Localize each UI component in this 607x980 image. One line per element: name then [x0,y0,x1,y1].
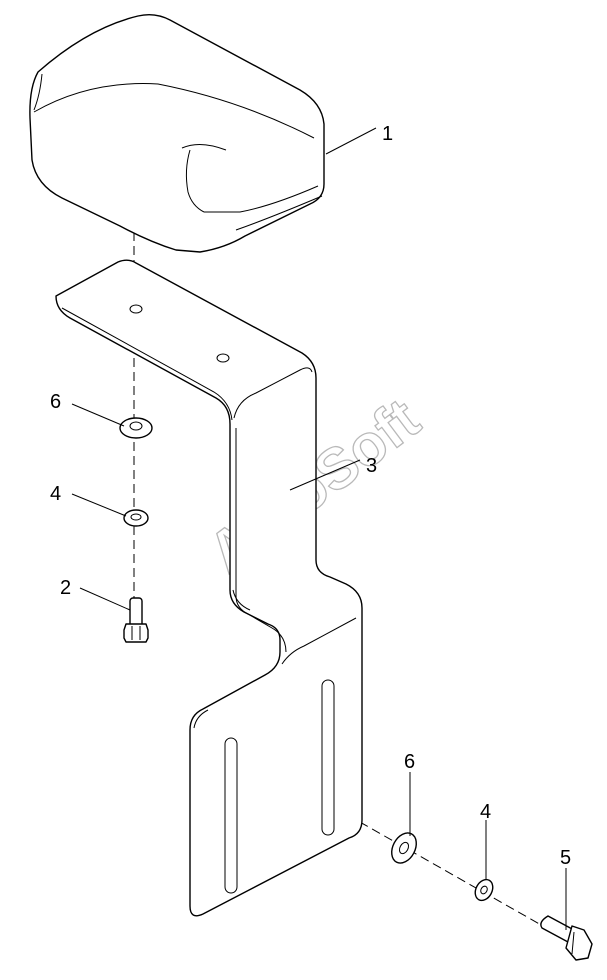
leader-headrest [325,127,377,155]
lock-washer-lower [474,878,494,902]
lock-washer-upper [123,509,149,527]
callout-flat-washer-upper: 6 [50,391,61,413]
bracket-slot-left [224,737,238,894]
flat-washer-lower [391,832,417,864]
bracket [55,259,363,917]
headrest-cushion [29,13,325,253]
callout-lock-washer-upper: 4 [50,483,61,505]
callout-bolt-upper: 2 [60,577,71,599]
leader-bolt-upper [79,587,131,611]
callout-bolt-lower: 5 [560,847,571,869]
bracket-lower-hole [216,353,230,363]
bracket-slot-right [321,679,335,836]
bracket-upper-hole [129,304,143,314]
flat-washer-upper [119,417,153,439]
bolt-upper [123,597,149,643]
leader-flat-washer-upper [71,403,125,427]
callout-flat-washer-lower: 6 [404,751,415,773]
leader-lock-washer-upper [71,493,127,517]
leader-bracket [289,459,361,491]
callout-headrest: 1 [382,123,393,145]
bolt-lower [540,915,593,961]
callout-bracket: 3 [366,455,377,477]
callout-lock-washer-lower: 4 [480,801,491,823]
